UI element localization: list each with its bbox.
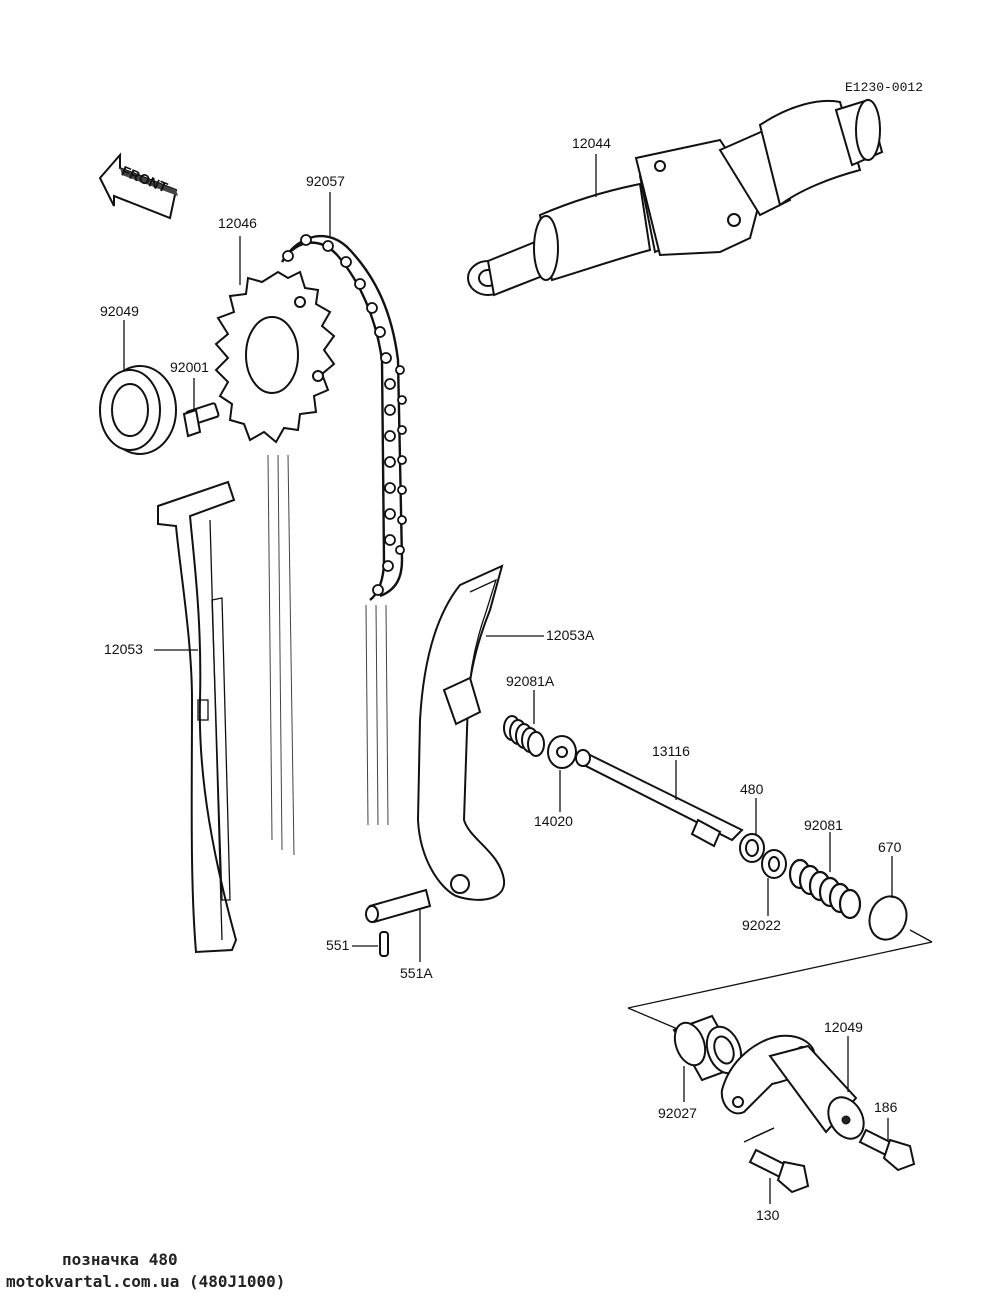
sprocket	[214, 270, 336, 444]
rod-13116	[575, 749, 744, 848]
footer-note: позначка 480	[62, 1250, 178, 1269]
spring-92081A	[503, 715, 545, 757]
label-92057: 92057	[306, 173, 345, 189]
collar-92027	[672, 1014, 743, 1082]
label-670: 670	[878, 839, 902, 855]
bolt-92001	[182, 402, 220, 438]
front-arrow-icon: FRONT	[98, 152, 178, 220]
pin-551	[379, 931, 389, 957]
label-551: 551	[326, 937, 350, 953]
label-13116: 13116	[652, 743, 690, 759]
label-186: 186	[874, 1099, 898, 1115]
explode-lines-130	[743, 1127, 775, 1143]
oil-seal	[99, 365, 177, 455]
label-12046: 12046	[218, 215, 257, 231]
pin-551A	[365, 888, 432, 924]
part-14020	[547, 735, 577, 769]
label-92001: 92001	[170, 359, 209, 375]
label-12044: 12044	[572, 135, 611, 151]
label-92027: 92027	[658, 1105, 697, 1121]
bolt-186	[858, 1128, 916, 1172]
diagram-code: E1230-0012	[845, 80, 923, 95]
tensioner-housing	[720, 1034, 865, 1140]
label-480: 480	[740, 781, 764, 797]
label-92081A: 92081A	[506, 673, 555, 689]
washer-92022	[761, 849, 787, 879]
bolt-130	[748, 1148, 810, 1194]
circlip-480	[739, 833, 765, 863]
chain-guide	[157, 480, 238, 954]
explode-lines	[627, 929, 933, 1031]
label-551A: 551A	[400, 965, 433, 981]
label-130: 130	[756, 1207, 780, 1223]
footer-source: motokvartal.com.ua (480J1000)	[6, 1272, 286, 1291]
label-92049: 92049	[100, 303, 139, 319]
label-14020: 14020	[534, 813, 573, 829]
label-92022: 92022	[742, 917, 781, 933]
label-92081: 92081	[804, 817, 843, 833]
spring-92081	[788, 858, 862, 920]
o-ring-670	[868, 895, 908, 941]
chain-path-lines	[267, 454, 389, 856]
timing-chain	[280, 234, 407, 601]
label-12049: 12049	[824, 1019, 863, 1035]
label-12053A: 12053A	[546, 627, 595, 643]
camshaft	[467, 98, 884, 297]
label-12053: 12053	[104, 641, 143, 657]
tensioner-arm	[416, 564, 506, 901]
